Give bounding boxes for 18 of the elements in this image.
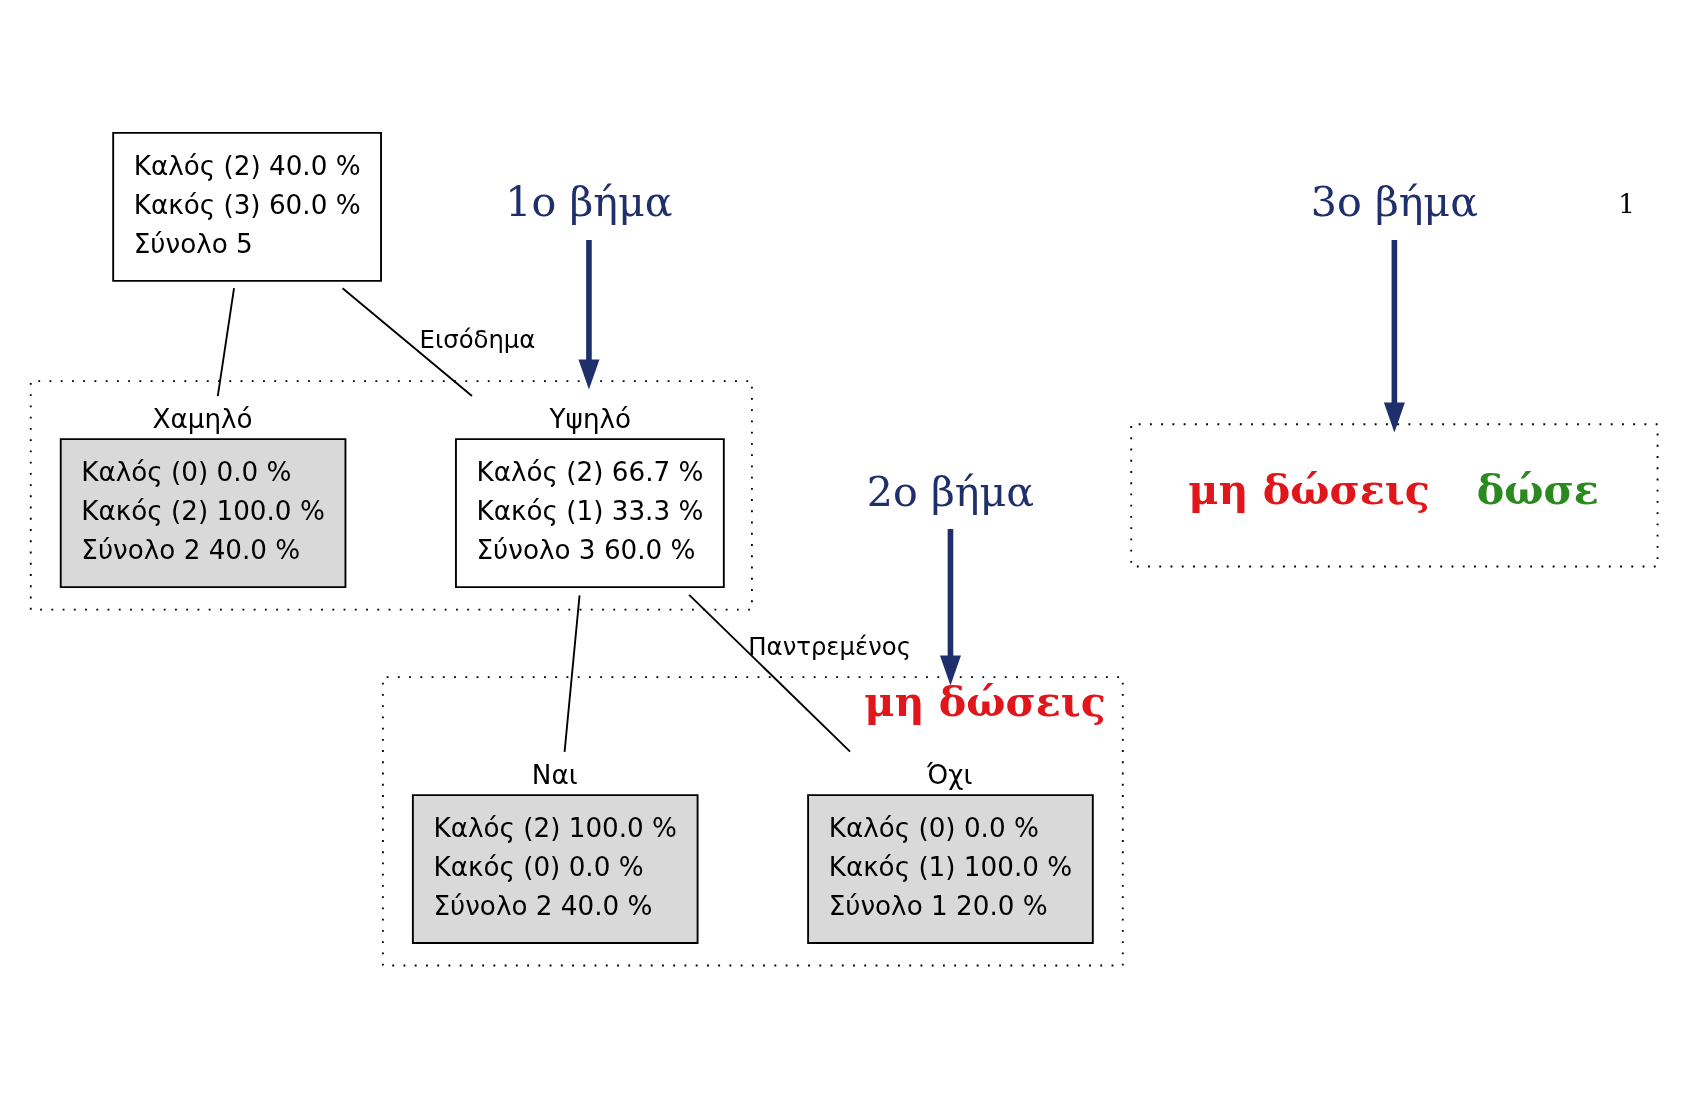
arrow [578, 239, 600, 390]
node-text: 1ο βήμα [505, 177, 673, 226]
node-text: 3ο βήμα [1310, 177, 1478, 226]
arrow [1383, 239, 1405, 432]
node-label: Χαμηλό [152, 403, 253, 434]
node-label: Ναι [531, 759, 578, 790]
connector [563, 593, 581, 753]
edge-label: Εισόδημα [419, 324, 536, 354]
edge-label: Παντρεμένος [748, 631, 911, 661]
node-label: Υψηλό [549, 403, 632, 434]
node-box: μη δώσεις δώσε [1130, 422, 1659, 567]
arrow [939, 528, 961, 686]
connector [341, 286, 473, 397]
node-label: Όχι [927, 759, 973, 790]
cluster [29, 379, 753, 611]
label: 1 [1618, 188, 1635, 219]
connector [216, 286, 235, 397]
node-text: 2ο βήμα [866, 467, 1035, 516]
